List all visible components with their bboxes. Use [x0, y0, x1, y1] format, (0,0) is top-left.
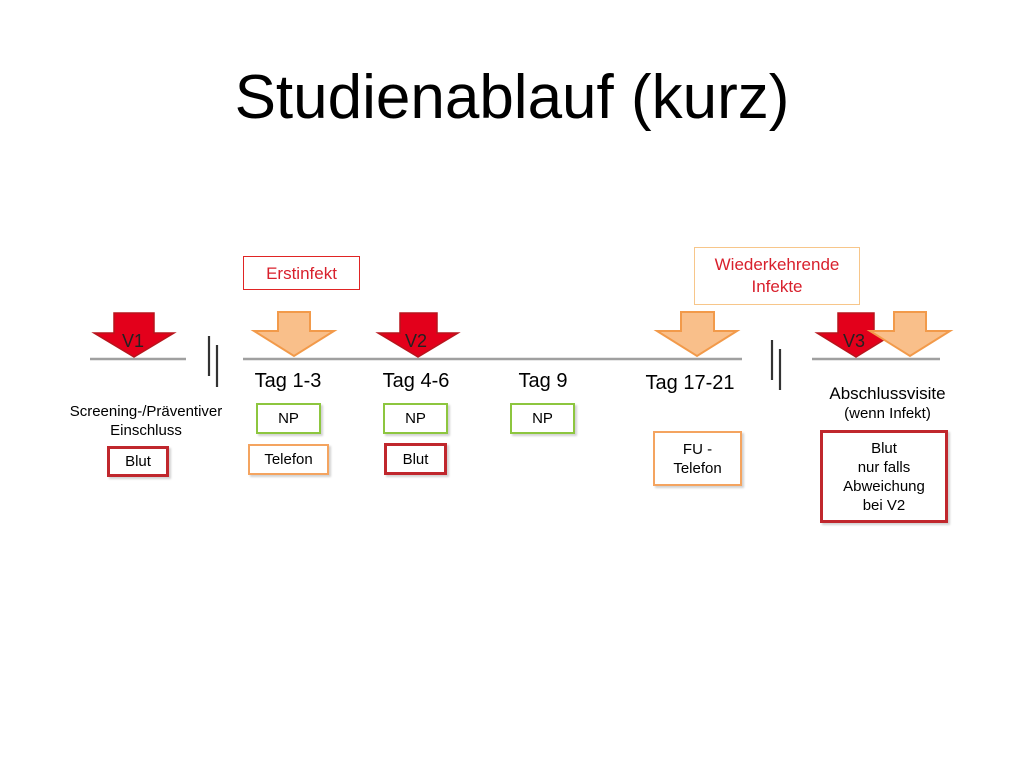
tag-1-3-label: Tag 1-3 — [254, 370, 322, 392]
tag1-3-orange-arrow-icon — [250, 311, 338, 358]
infekte-text: Infekte — [751, 277, 803, 296]
v3-blut-line2: nur falls — [857, 458, 911, 476]
timeline-break-icon-2 — [770, 340, 782, 390]
v3-blut-line4: bei V2 — [862, 496, 906, 514]
np-text-1: NP — [278, 410, 299, 427]
tag-17-21-label: Tag 17-21 — [645, 372, 735, 394]
erstinfekt-text: Erstinfekt — [266, 263, 337, 283]
v1-blut-box: Blut — [107, 446, 169, 477]
v3-blut-box: Blut nur falls Abweichung bei V2 — [820, 430, 948, 523]
v1-description-line2: Einschluss — [110, 422, 182, 439]
v1-blut-text: Blut — [125, 453, 151, 470]
np-box-tag-1-3: NP — [256, 403, 321, 434]
v1-label: V1 — [122, 331, 145, 351]
abschlussvisite-label: Abschlussvisite — [829, 384, 946, 403]
np-box-tag-4-6: NP — [383, 403, 448, 434]
v3-orange-arrow-icon — [866, 311, 954, 358]
np-box-tag-9: NP — [510, 403, 575, 434]
erstinfekt-callout: Erstinfekt — [243, 256, 360, 290]
tag-9-label: Tag 9 — [518, 370, 568, 392]
abschlussvisite-sublabel: (wenn Infekt) — [844, 405, 931, 422]
tag-4-6-label: Tag 4-6 — [382, 370, 450, 392]
fu-telefon-text: Telefon — [673, 459, 722, 477]
telefon-box-tag-1-3: Telefon — [248, 444, 329, 475]
fu-telefon-box: FU - Telefon — [653, 431, 742, 486]
v1-red-arrow-icon — [91, 312, 177, 358]
v2-red-arrow-icon — [375, 312, 461, 358]
wiederkehrende-text: Wiederkehrende — [714, 255, 840, 274]
blut-box-tag-4-6: Blut — [384, 443, 447, 475]
blut-text-2: Blut — [402, 450, 429, 468]
np-text-2: NP — [405, 410, 426, 427]
fu-text: FU - — [682, 440, 713, 458]
v1-description: Screening-/Präventiver Einschluss — [58, 402, 234, 440]
v3-red-arrow-icon — [814, 312, 898, 358]
wiederkehrende-infekte-callout: Wiederkehrende Infekte — [694, 247, 860, 305]
np-text-3: NP — [532, 410, 553, 427]
tag17-21-orange-arrow-icon — [653, 311, 741, 358]
telefon-text-1: Telefon — [264, 451, 313, 468]
v3-label: V3 — [843, 331, 866, 351]
timeline-break-icon-1 — [207, 336, 219, 387]
page-title: Studienablauf (kurz) — [234, 63, 790, 132]
v2-label: V2 — [405, 331, 428, 351]
v1-description-line1: Screening-/Präventiver — [69, 403, 223, 420]
v3-blut-line1: Blut — [871, 439, 897, 457]
v3-blut-line3: Abweichung — [843, 477, 925, 495]
